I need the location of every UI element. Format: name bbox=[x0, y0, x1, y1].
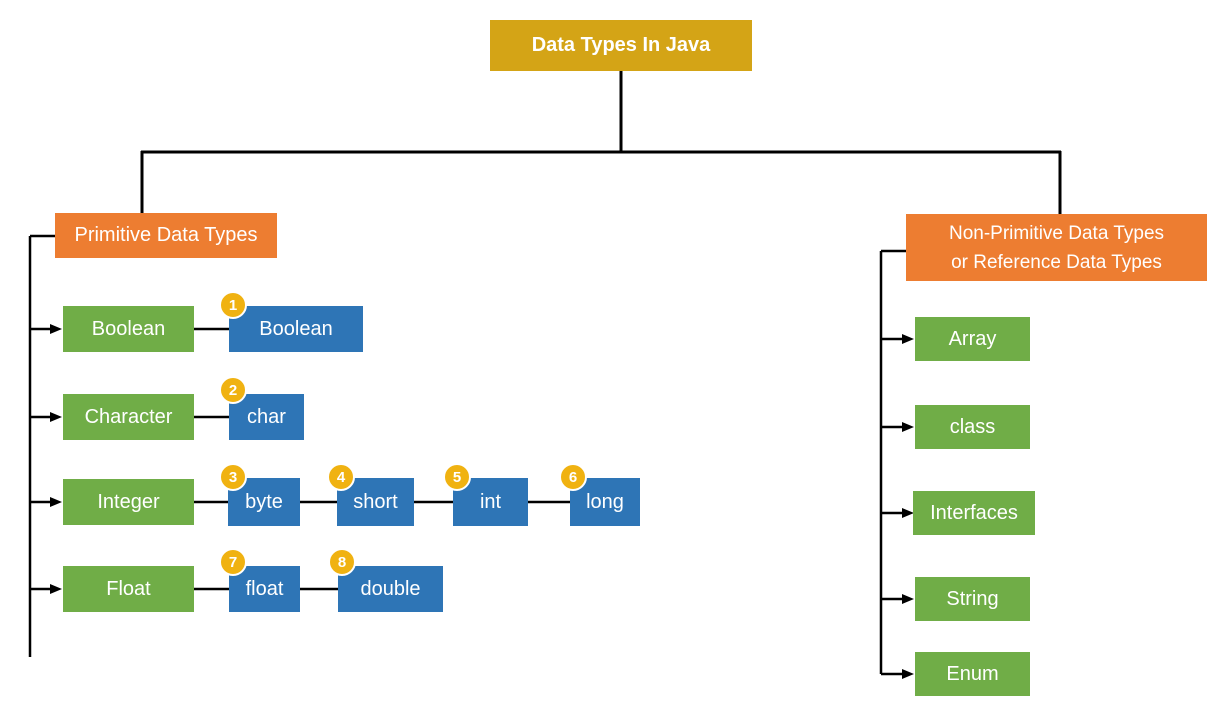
badge-5: 5 bbox=[443, 463, 471, 491]
non-primitive-header-line1: Non-Primitive Data Types bbox=[948, 222, 1165, 244]
badge-3: 3 bbox=[219, 463, 247, 491]
type-box-char: char bbox=[229, 394, 304, 440]
type-box-double: double bbox=[338, 566, 443, 612]
category-box-character: Character bbox=[63, 394, 194, 440]
non-primitive-header-box: Non-Primitive Data Types or Reference Da… bbox=[906, 214, 1207, 281]
non-primitive-box-enum: Enum bbox=[915, 652, 1030, 696]
badge-7: 7 bbox=[219, 548, 247, 576]
badge-8: 8 bbox=[328, 548, 356, 576]
non-primitive-box-interfaces: Interfaces bbox=[913, 491, 1035, 535]
category-box-integer: Integer bbox=[63, 479, 194, 525]
badge-1: 1 bbox=[219, 291, 247, 319]
type-box-float: float bbox=[229, 566, 300, 612]
non-primitive-box-string: String bbox=[915, 577, 1030, 621]
badge-2: 2 bbox=[219, 376, 247, 404]
non-primitive-box-array: Array bbox=[915, 317, 1030, 361]
badge-4: 4 bbox=[327, 463, 355, 491]
non-primitive-box-class: class bbox=[915, 405, 1030, 449]
category-box-boolean: Boolean bbox=[63, 306, 194, 352]
category-box-float: Float bbox=[63, 566, 194, 612]
non-primitive-header-line2: or Reference Data Types bbox=[951, 251, 1162, 273]
type-box-boolean: Boolean bbox=[229, 306, 363, 352]
primitive-header-box: Primitive Data Types bbox=[55, 213, 277, 258]
title-box: Data Types In Java bbox=[490, 20, 752, 71]
badge-6: 6 bbox=[559, 463, 587, 491]
